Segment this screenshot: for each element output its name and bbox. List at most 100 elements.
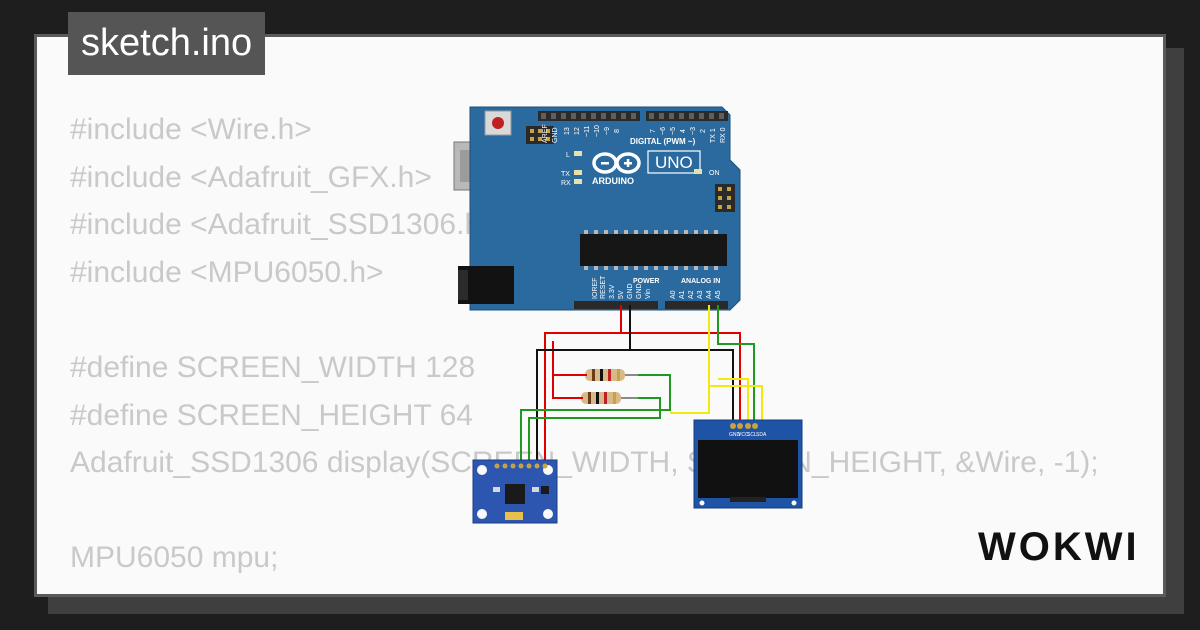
pin-label: Vin — [645, 289, 652, 299]
digital-pwm-label: DIGITAL (PWM ~) — [630, 137, 696, 146]
power-pin-labels: IOREF RESET 3.3V 5V GND GND Vin — [592, 275, 652, 299]
on-led-icon — [694, 169, 702, 174]
pin-label: GND — [552, 127, 559, 143]
wire-black — [630, 349, 734, 426]
smd-component — [493, 487, 500, 492]
wire-red — [552, 341, 587, 376]
pin-label: 13 — [564, 127, 571, 135]
digital-header-right — [646, 111, 728, 121]
pin-label: A5 — [715, 290, 722, 299]
pin-label: SDA — [756, 432, 767, 438]
mounting-hole — [477, 465, 487, 475]
pin-label: 7 — [650, 129, 657, 133]
pin-label: ~5 — [670, 127, 677, 135]
power-section-label: POWER — [633, 278, 659, 285]
code-line: #define SCREEN_WIDTH 128 — [70, 350, 476, 384]
l-label: L — [566, 152, 570, 159]
pin-label: RESET — [600, 275, 607, 299]
pin-label: TX 1 — [710, 128, 717, 143]
pin-label: VCC — [738, 432, 749, 438]
power-jack-inner — [458, 270, 468, 300]
rx-led-icon — [574, 179, 582, 184]
oled-pin-labels: GND VCC SCL SDA — [729, 432, 767, 438]
code-line: #include <MPU6050.h> — [70, 255, 384, 289]
oled-screen — [698, 440, 798, 498]
mpu6050-chip — [505, 484, 525, 504]
mounting-hole — [699, 500, 705, 506]
atmega-chip — [580, 230, 727, 270]
wire-yellow — [718, 378, 749, 426]
pin-label: 3.3V — [609, 284, 616, 299]
mounting-hole — [791, 500, 797, 506]
code-line: #include <Adafruit_GFX.h> — [70, 160, 432, 194]
power-header — [574, 301, 658, 309]
tx-label: TX — [561, 171, 570, 178]
oled-pin-pads — [730, 423, 758, 429]
wire-red — [552, 375, 583, 399]
pin-label: ~3 — [690, 127, 697, 135]
digital-header-left — [538, 111, 640, 121]
arduino-infinity-logo-icon — [592, 152, 641, 174]
pin-label: GND — [729, 432, 741, 438]
wire-black — [536, 305, 631, 465]
uno-badge — [647, 150, 701, 174]
code-line: #define SCREEN_HEIGHT 64 — [70, 398, 473, 432]
mpu6050-module[interactable] — [472, 459, 558, 524]
mounting-hole — [543, 509, 553, 519]
wire-yellow — [708, 305, 763, 426]
pin-label: 2 — [700, 129, 707, 133]
analog-pin-labels: A0 A1 A2 A3 A4 A5 — [670, 290, 722, 299]
pin-label: A0 — [670, 290, 677, 299]
reset-button-cap — [492, 117, 504, 129]
code-line: #include <Wire.h> — [70, 113, 312, 146]
pin-label: A3 — [697, 290, 704, 299]
analog-section-label: ANALOG IN — [681, 278, 720, 285]
code-line: #include <Adafruit_SSD1306.h> — [70, 208, 499, 242]
pin-label: AREF — [542, 124, 549, 143]
pin-label: 5V — [618, 290, 625, 299]
tx-led-icon — [574, 170, 582, 175]
mpu6050-pin-pads — [494, 463, 548, 469]
wire-green — [520, 374, 671, 465]
wokwi-logo: WOKWI — [978, 525, 1140, 569]
smd-component — [505, 512, 523, 520]
analog-header — [665, 301, 728, 309]
sketch-title: sketch.ino — [68, 12, 266, 75]
smd-component — [541, 486, 549, 494]
mounting-hole — [477, 509, 487, 519]
pin-label: ~6 — [660, 127, 667, 135]
icsp-header-top — [526, 126, 554, 144]
pin-label: GND — [627, 283, 634, 299]
status-led-labels: L TX RX — [561, 152, 571, 187]
pin-label: ~10 — [594, 125, 601, 137]
wire-green — [528, 397, 661, 465]
code-preview: #include <Wire.h> #include <Adafruit_GFX.… — [70, 106, 1099, 582]
pin-label: ~9 — [604, 127, 611, 135]
pin-label: SCL — [747, 432, 757, 438]
pin-label: ~11 — [584, 126, 591, 137]
digital-pin-labels: AREF GND 13 12 ~11 ~10 ~9 8 7 ~6 ~5 4 ~3… — [542, 124, 727, 143]
smd-component — [532, 487, 539, 492]
pin-label: A1 — [679, 290, 686, 299]
icsp-header-right — [715, 184, 735, 212]
on-label: ON — [709, 170, 720, 177]
wire-red — [544, 305, 622, 465]
pin-label: 8 — [614, 129, 621, 133]
pin-label: 12 — [574, 127, 581, 135]
oled-display-module[interactable]: GND VCC SCL SDA — [693, 419, 803, 509]
arduino-brand-label: ARDUINO — [592, 176, 634, 186]
wire-yellow — [670, 386, 710, 414]
arduino-uno-board[interactable]: AREF GND 13 12 ~11 ~10 ~9 8 7 ~6 ~5 4 ~3… — [453, 106, 741, 311]
pin-label: RX 0 — [720, 127, 727, 143]
code-line: MPU6050 mpu; — [70, 541, 279, 575]
l-led-icon — [574, 151, 582, 156]
uno-model-label: UNO — [655, 153, 693, 172]
pin-label: 4 — [680, 129, 687, 133]
rx-label: RX — [561, 180, 571, 187]
pin-label: GND — [636, 283, 643, 299]
pin-label: A2 — [688, 290, 695, 299]
wire-red — [621, 332, 741, 426]
pin-label: A4 — [706, 290, 713, 299]
digital-header-pins — [541, 113, 724, 119]
